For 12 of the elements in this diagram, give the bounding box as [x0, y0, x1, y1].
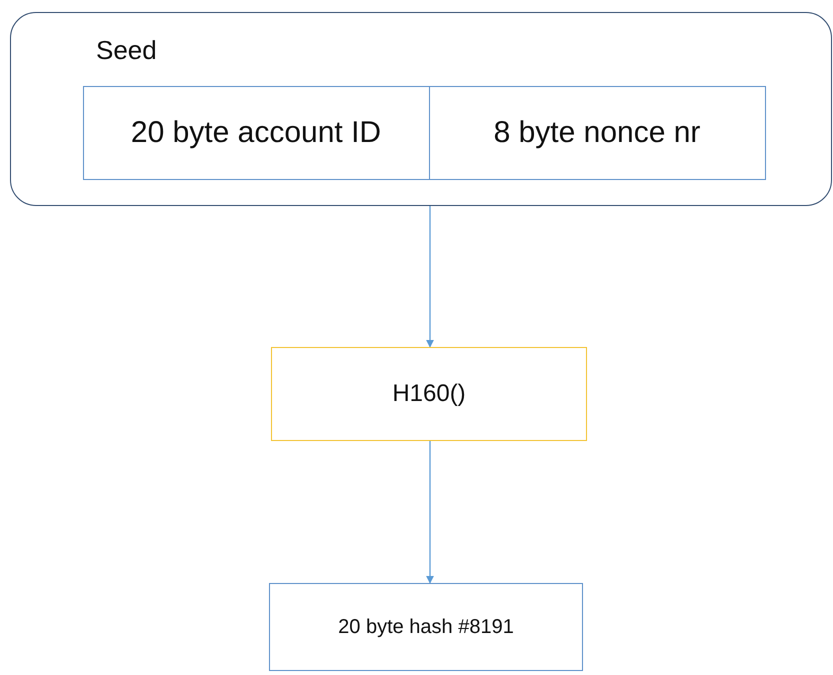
box-label: 8 byte nonce nr	[494, 116, 700, 150]
box-label: 20 byte account ID	[130, 116, 382, 150]
output-box	[269, 583, 583, 671]
seed-group-box	[10, 12, 832, 206]
arrow	[426, 206, 434, 348]
field-box	[82, 86, 430, 180]
box-label: H160()	[392, 380, 466, 408]
arrow	[426, 441, 434, 584]
group-title: Seed	[96, 35, 157, 66]
box-label: 20 byte hash #8191	[338, 616, 514, 638]
field-box	[430, 86, 766, 180]
function-box	[271, 347, 587, 441]
